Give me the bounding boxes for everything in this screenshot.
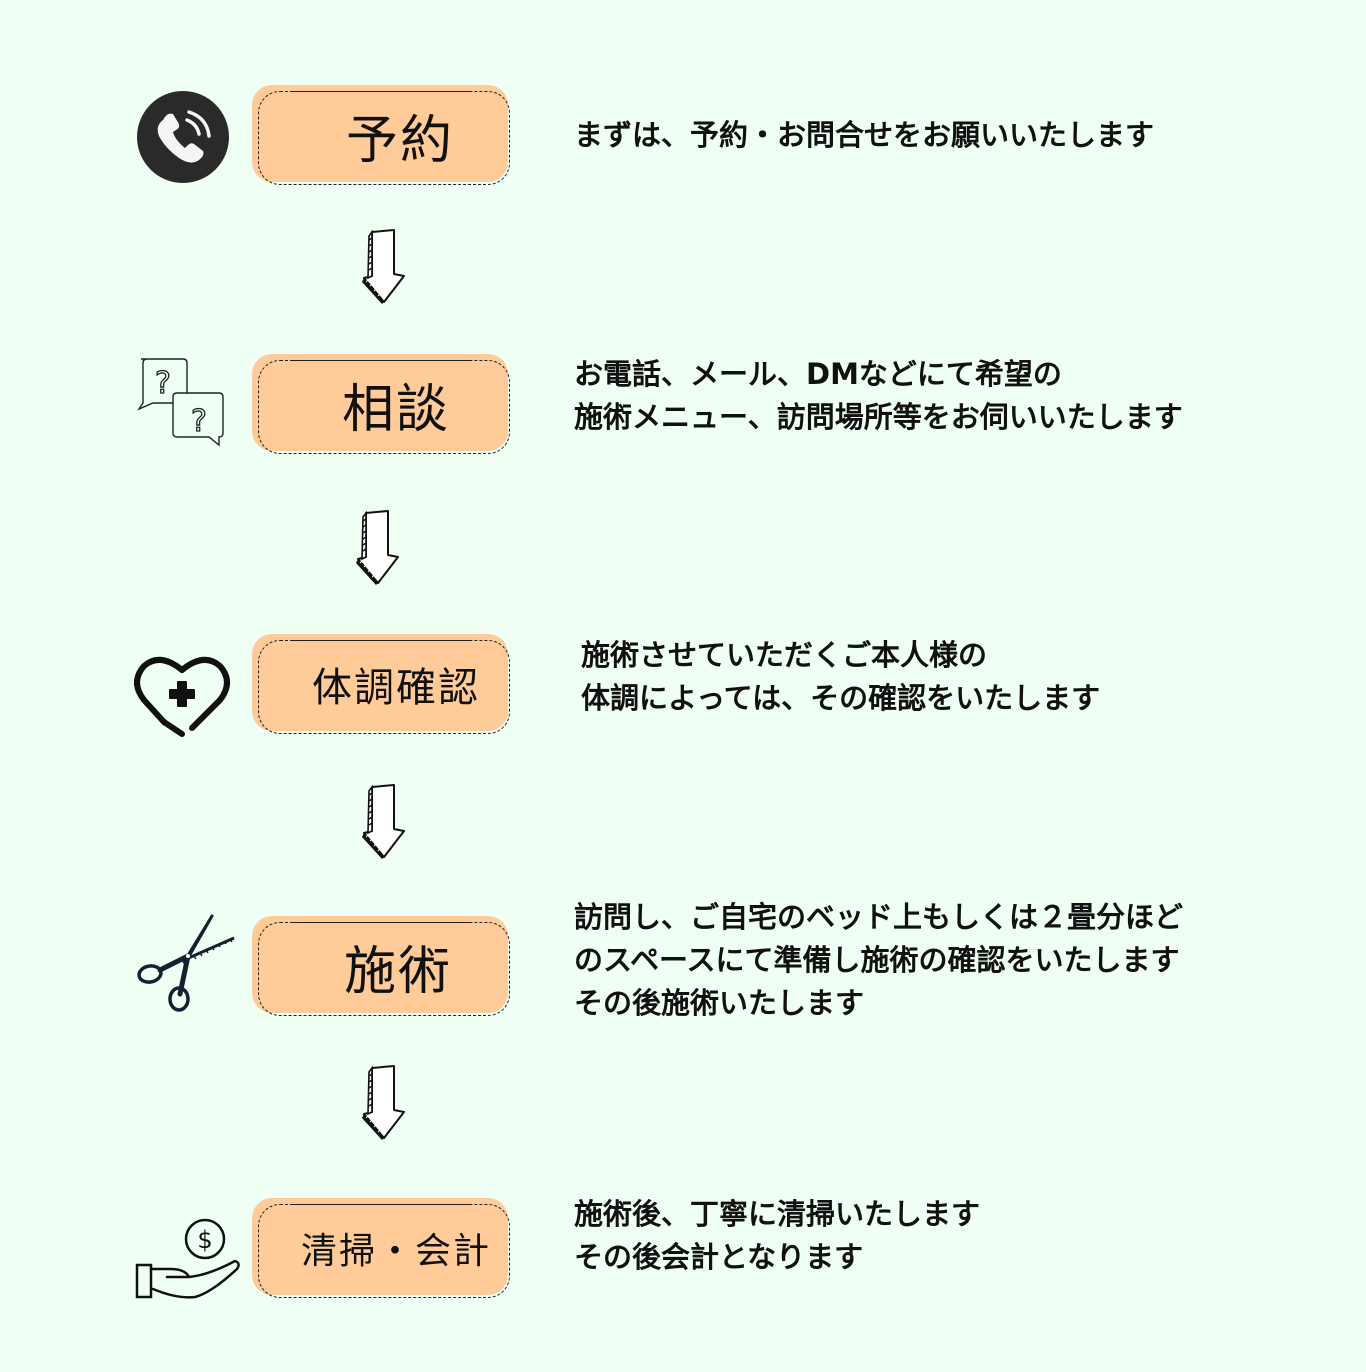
step-description: 施術させていただくご本人様の 体調によっては、その確認をいたします [581, 634, 1100, 720]
arrow-down-icon [358, 228, 408, 304]
description-line: 訪問し、ご自宅のベッド上もしくは２畳分ほど [574, 900, 1184, 934]
description-line: 施術させていただくご本人様の [581, 638, 988, 672]
step-description: お電話、メール、DMなどにて希望の 施術メニュー、訪問場所等をお伺いいたします [574, 353, 1183, 439]
description-line: その後施術いたします [574, 986, 865, 1020]
svg-text:$: $ [197, 1226, 212, 1254]
step-label-box: 清掃・会計 [252, 1198, 516, 1304]
heart-medical-icon [134, 650, 234, 740]
description-line: その後会計となります [574, 1240, 864, 1274]
step-label-box: 体調確認 [252, 634, 516, 740]
svg-text:?: ? [155, 366, 171, 401]
phone-icon [135, 90, 231, 186]
svg-text:?: ? [191, 404, 207, 439]
description-line: お電話、メール、DMなどにて希望の [574, 357, 1062, 391]
description-line: 施術メニュー、訪問場所等をお伺いいたします [574, 400, 1183, 434]
arrow-down-icon [358, 1064, 408, 1140]
question-bubbles-icon: ? ? [135, 355, 230, 450]
step-label: 体調確認 [312, 665, 480, 711]
step-description: まずは、予約・お問合せをお願いいたします [574, 114, 1154, 157]
step-label-box: 予約 [252, 85, 516, 191]
description-line: 施術後、丁寧に清掃いたします [574, 1197, 981, 1231]
description-line: まずは、予約・お問合せをお願いいたします [574, 118, 1155, 152]
step-description: 訪問し、ご自宅のベッド上もしくは２畳分ほど のスペースにて準備し施術の確認をいた… [574, 896, 1183, 1025]
step-label: 清掃・会計 [300, 1231, 491, 1272]
step-label-box: 施術 [252, 916, 516, 1022]
description-line: のスペースにて準備し施術の確認をいたします [574, 943, 1180, 977]
arrow-down-icon [358, 783, 408, 859]
step-description: 施術後、丁寧に清掃いたします その後会計となります [574, 1193, 980, 1279]
step-label: 予約 [345, 110, 454, 171]
arrow-down-icon [352, 509, 402, 585]
step-label: 相談 [341, 379, 450, 440]
scissors-icon [134, 912, 239, 1017]
step-label-box: 相談 [252, 354, 516, 460]
hand-coin-icon: $ [135, 1215, 245, 1305]
description-line: 体調によっては、その確認をいたします [581, 681, 1101, 715]
step-label: 施術 [343, 941, 452, 1002]
